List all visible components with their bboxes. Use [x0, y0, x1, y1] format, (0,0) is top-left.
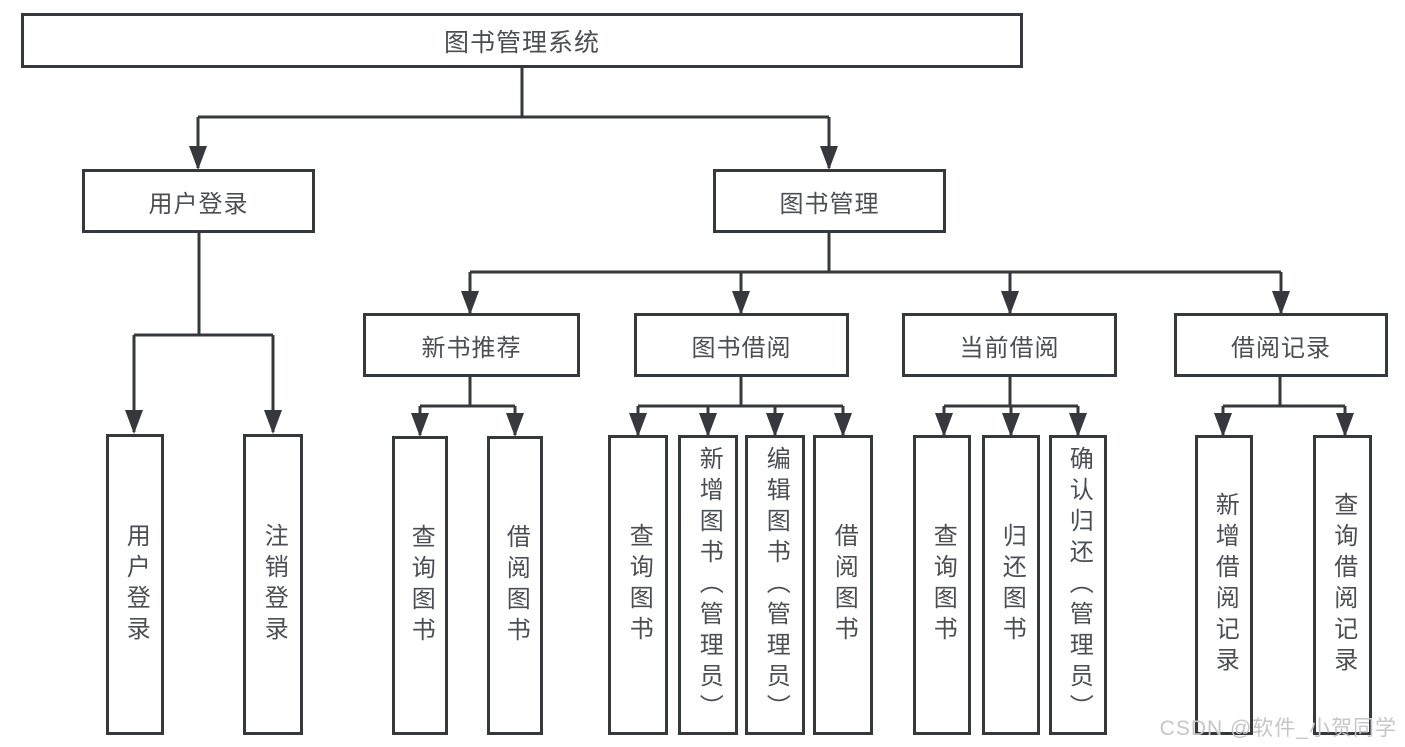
leaf-recommend-query-books: 查询图书 — [392, 436, 448, 735]
node-borrowing-records-label: 借阅记录 — [1231, 334, 1331, 362]
node-library-system-label: 图书管理系统 — [443, 28, 600, 57]
node-book-borrowing: 图书借阅 — [634, 313, 849, 377]
arrowhead — [1001, 291, 1019, 315]
arrowhead — [834, 413, 852, 437]
arrowhead — [1336, 413, 1354, 437]
arrowhead — [1272, 291, 1290, 315]
node-user-login-branch: 用户登录 — [82, 169, 315, 233]
leaf-user-login-label: 用户登录 — [122, 522, 150, 647]
leaf-logout-label: 注销登录 — [260, 522, 288, 647]
node-library-system: 图书管理系统 — [21, 13, 1023, 68]
arrowhead — [125, 410, 143, 434]
connector-book-management-branch — [468, 233, 1283, 313]
node-book-borrowing-label: 图书借阅 — [691, 334, 792, 362]
leaf-borrow-books: 借阅图书 — [813, 435, 873, 735]
connector-root-to-level2 — [196, 68, 831, 168]
arrowhead — [732, 291, 750, 315]
arrowhead — [820, 146, 838, 170]
leaf-query-borrow-record-label: 查询借阅记录 — [1329, 492, 1357, 678]
node-book-management-label: 图书管理 — [779, 190, 880, 218]
arrowhead — [1069, 413, 1087, 437]
arrowhead — [264, 410, 282, 434]
leaf-edit-books-admin: 编辑图书（管理员） — [745, 435, 805, 735]
arrowhead — [1214, 413, 1232, 437]
connector-borrowing-records — [1221, 377, 1347, 435]
node-user-login-branch-label: 用户登录 — [148, 190, 249, 218]
arrowhead — [461, 291, 479, 315]
arrowhead — [935, 413, 953, 437]
leaf-confirm-return-admin: 确认归还（管理员） — [1049, 435, 1107, 735]
leaf-borrowing-query-books: 查询图书 — [608, 435, 668, 735]
arrowhead — [411, 413, 429, 437]
leaf-recommend-borrow-books-label: 借阅图书 — [502, 523, 530, 648]
node-borrowing-records: 借阅记录 — [1174, 313, 1388, 377]
leaf-add-borrow-record: 新增借阅记录 — [1195, 435, 1253, 735]
connector-book-borrowing — [636, 377, 845, 435]
leaf-add-borrow-record-label: 新增借阅记录 — [1211, 492, 1239, 678]
arrowhead — [629, 413, 647, 437]
leaf-current-query-books-label: 查询图书 — [929, 523, 957, 647]
leaf-borrow-books-label: 借阅图书 — [830, 523, 858, 647]
arrowheads — [125, 146, 1354, 437]
leaf-confirm-return-admin-label: 确认归还（管理员） — [1065, 445, 1093, 725]
arrowhead — [189, 146, 207, 170]
leaf-borrowing-query-books-label: 查询图书 — [625, 523, 653, 647]
leaf-recommend-borrow-books: 借阅图书 — [487, 436, 543, 735]
leaf-return-books: 归还图书 — [982, 435, 1040, 735]
leaf-user-login: 用户登录 — [106, 434, 164, 735]
node-new-book-recommend: 新书推荐 — [363, 313, 580, 377]
leaf-recommend-query-books-label: 查询图书 — [407, 523, 435, 648]
leaf-add-books-admin-label: 新增图书（管理员） — [695, 445, 723, 725]
connector-user-login-branch — [132, 233, 275, 432]
leaf-add-books-admin: 新增图书（管理员） — [678, 435, 738, 735]
leaf-return-books-label: 归还图书 — [998, 523, 1026, 647]
leaf-query-borrow-record: 查询借阅记录 — [1313, 435, 1372, 735]
node-book-management: 图书管理 — [713, 169, 946, 233]
arrowhead — [699, 413, 717, 437]
node-current-borrowing: 当前借阅 — [902, 313, 1117, 377]
node-new-book-recommend-label: 新书推荐 — [421, 334, 522, 362]
connector-new-book-recommend — [418, 377, 517, 435]
leaf-logout: 注销登录 — [243, 434, 303, 735]
leaf-edit-books-admin-label: 编辑图书（管理员） — [762, 445, 790, 725]
arrowhead — [766, 413, 784, 437]
csdn-watermark: CSDN @软件_小贺同学 — [1159, 717, 1397, 740]
node-current-borrowing-label: 当前借阅 — [959, 334, 1060, 362]
leaf-current-query-books: 查询图书 — [913, 435, 971, 735]
arrowhead — [506, 413, 524, 437]
arrowhead — [1002, 413, 1020, 437]
